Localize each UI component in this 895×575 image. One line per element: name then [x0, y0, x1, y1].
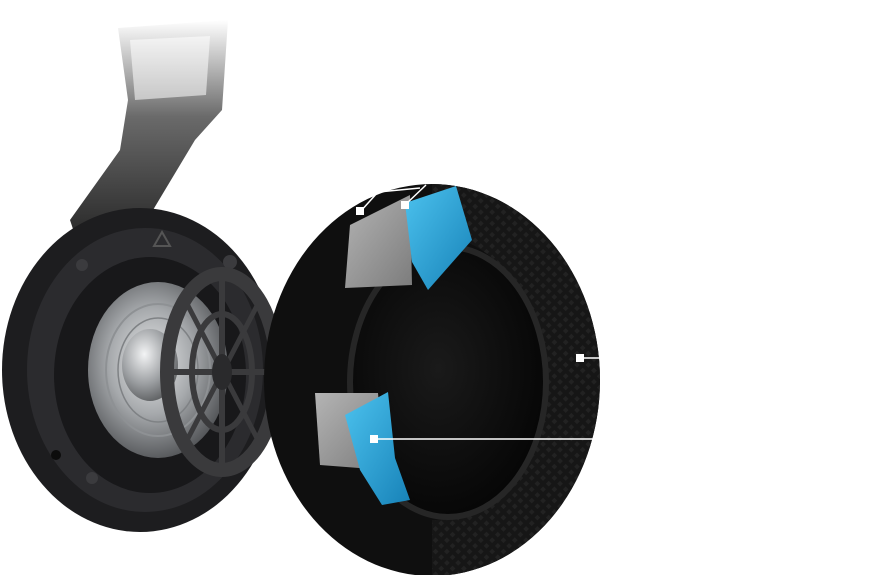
- callouts: [356, 184, 600, 443]
- ear-cushion: [264, 184, 600, 575]
- port-icon: [51, 450, 61, 460]
- callout-foam-layer: [356, 187, 421, 215]
- headband-arm: [70, 20, 228, 235]
- gel-layer-upper: [405, 186, 472, 290]
- cushion-opening: [350, 247, 546, 517]
- callout-marker: [370, 435, 378, 443]
- callout-gel-layer: [401, 184, 427, 209]
- callout-marker: [401, 201, 409, 209]
- foam-layer-upper: [345, 195, 412, 288]
- callout-marker: [356, 207, 364, 215]
- callout-cooling-gel-insert: [370, 435, 598, 443]
- brand-logo-mark: [152, 229, 172, 247]
- driver-grille: [160, 267, 284, 477]
- mesh-fabric-surface: [432, 184, 600, 575]
- callout-mesh-fabric: [576, 354, 600, 362]
- callout-marker: [576, 354, 584, 362]
- screw-icon: [223, 255, 237, 269]
- screw-icon: [86, 472, 98, 484]
- gel-layer-lower: [345, 392, 410, 505]
- screw-icon: [76, 259, 88, 271]
